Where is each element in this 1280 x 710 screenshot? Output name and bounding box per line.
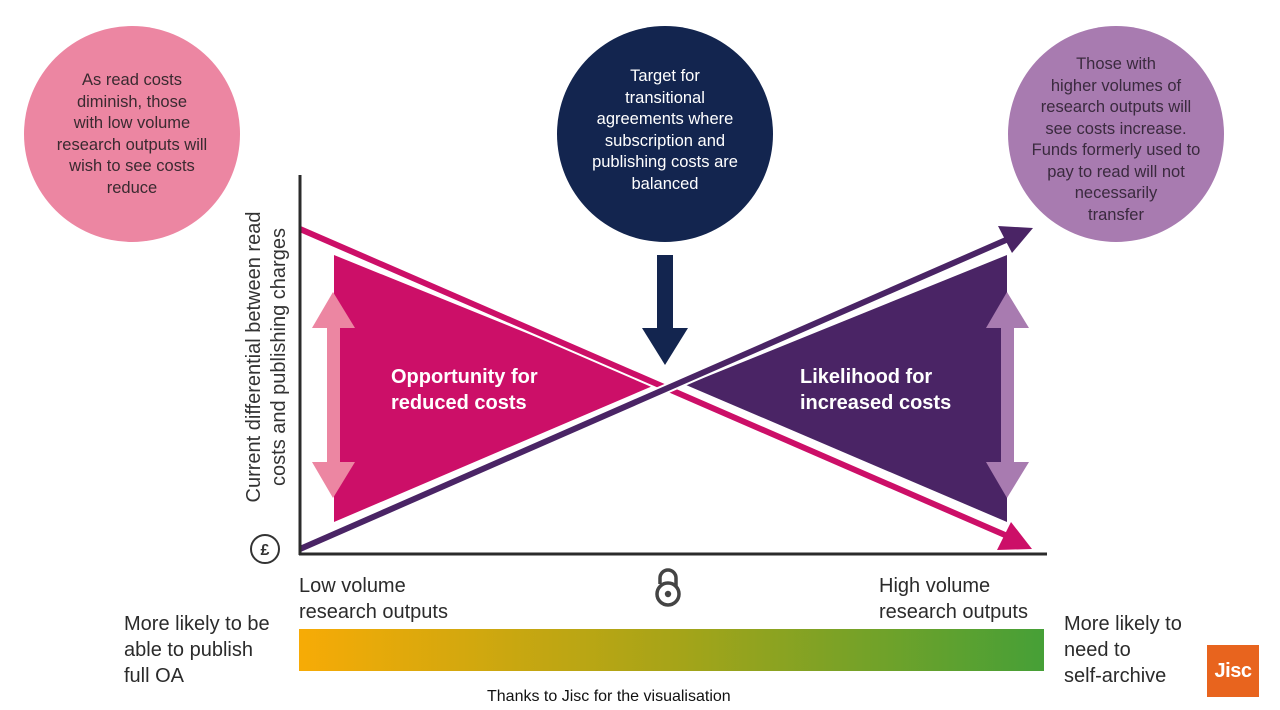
open-access-lock-icon	[655, 568, 681, 607]
y-axis-label: Current differential between read costs …	[243, 211, 290, 503]
pound-circle-icon: £	[250, 534, 280, 564]
pink-circle	[24, 26, 240, 242]
down-arrow-icon	[642, 255, 688, 365]
left-circle-text: As read costs diminish, those with low v…	[56, 71, 208, 197]
decreasing-line	[298, 226, 1007, 538]
reduced-costs-triangle	[334, 255, 655, 522]
credit-caption: Thanks to Jisc for the visualisation	[487, 688, 731, 705]
navy-circle	[557, 26, 773, 242]
self-archive-outcome: More likely to need to self-archive	[1064, 613, 1182, 687]
center-circle-text: Target for transitional agreements where…	[592, 67, 738, 193]
purple-circle	[1008, 26, 1224, 242]
decreasing-arrowhead	[997, 522, 1032, 550]
increasing-arrowhead	[998, 226, 1033, 253]
low-volume-label: Low volume research outputs	[299, 575, 448, 623]
right-double-arrow	[986, 292, 1029, 498]
reduced-costs-label: Opportunity for reduced costs	[391, 366, 538, 414]
jisc-logo: Jisc	[1207, 645, 1259, 697]
increased-costs-label: Likelihood for increased costs	[800, 366, 952, 414]
right-circle-text: Those with higher volumes of research ou…	[1031, 55, 1201, 224]
high-volume-label: High volume research outputs	[879, 575, 1028, 623]
increasing-line	[298, 237, 1008, 552]
increased-costs-triangle	[686, 255, 1007, 522]
left-double-arrow	[312, 292, 355, 498]
gradient-scale-bar	[299, 629, 1044, 671]
full-oa-outcome: More likely to be able to publish full O…	[124, 613, 270, 687]
svg-text:£: £	[261, 542, 270, 559]
